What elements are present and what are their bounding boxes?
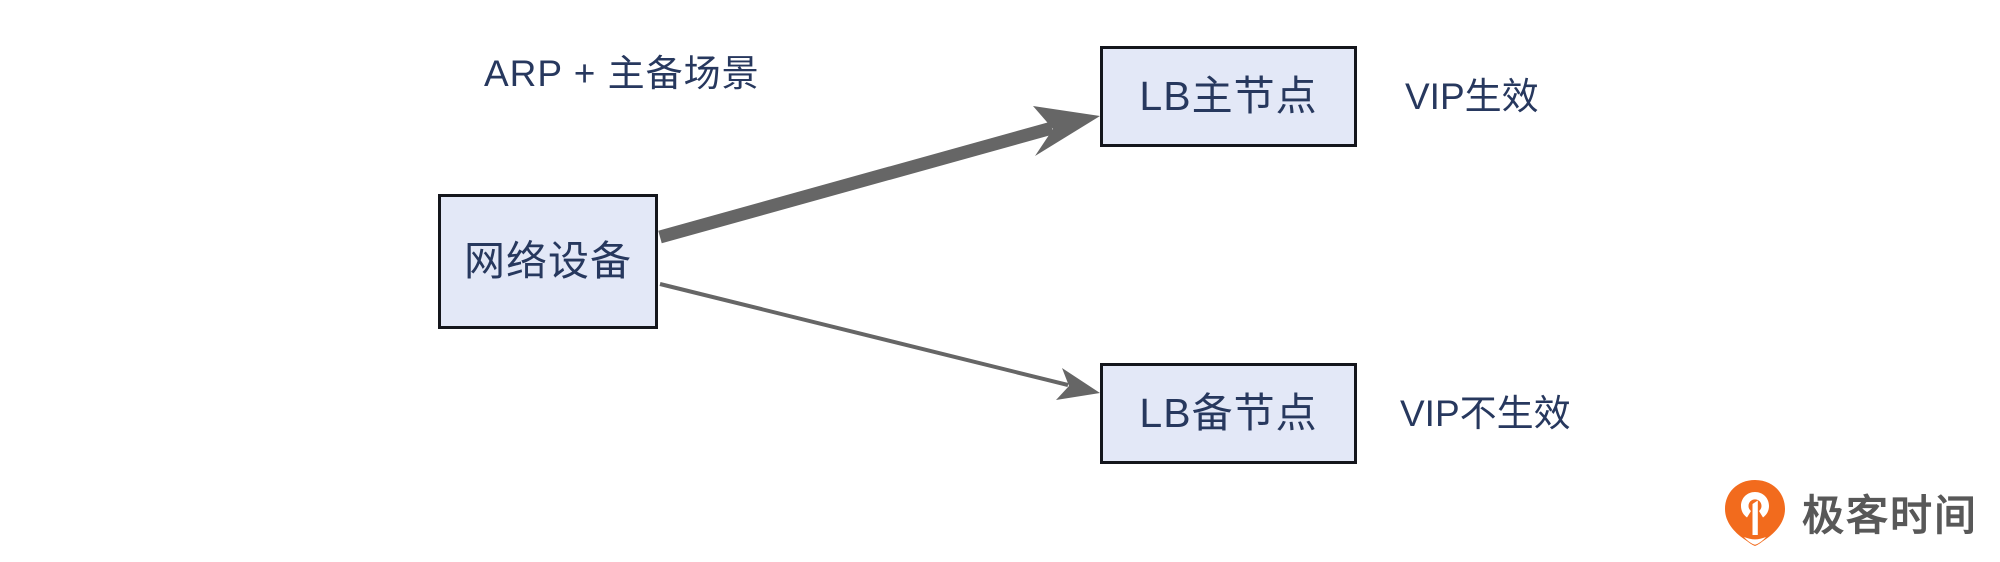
node-lb-master-label: LB主节点 <box>1139 73 1318 119</box>
geektime-pin-logo-icon <box>1722 478 1788 553</box>
edge-to-backup <box>659 282 1100 400</box>
node-lb-backup[interactable]: LB备节点 <box>1100 363 1357 464</box>
edge-to-master <box>658 106 1100 244</box>
node-network-device-label: 网络设备 <box>464 238 632 284</box>
node-network-device[interactable]: 网络设备 <box>438 194 658 329</box>
scenario-title-label: ARP + 主备场景 <box>484 53 760 94</box>
annotation-vip-inactive: VIP不生效 <box>1400 393 1571 434</box>
annotation-vip-active: VIP生效 <box>1405 76 1539 117</box>
watermark-brand-label: 极客时间 <box>1802 491 1979 539</box>
watermark: 极客时间 <box>1722 478 1978 553</box>
node-lb-backup-label: LB备节点 <box>1139 390 1318 436</box>
node-lb-master[interactable]: LB主节点 <box>1100 46 1357 147</box>
